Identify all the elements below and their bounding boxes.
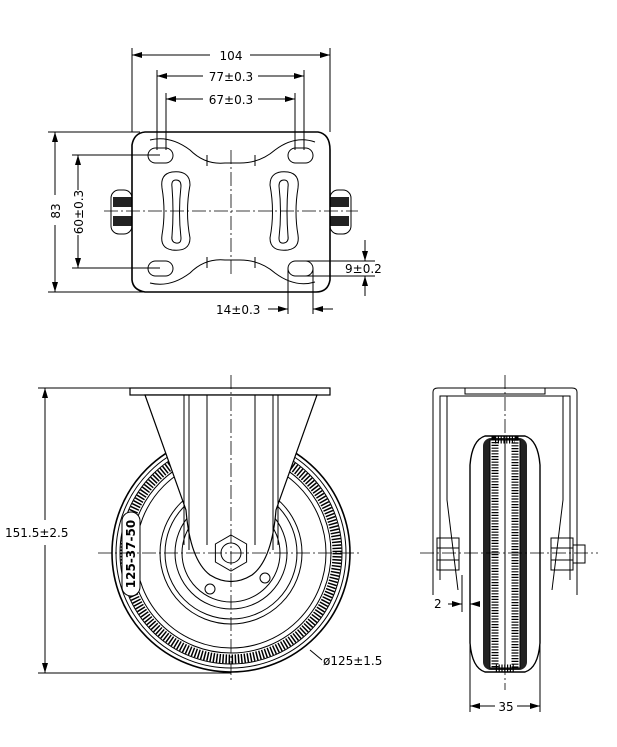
dim-hole-vertical-label: 60±0.3 — [72, 190, 86, 234]
wheel-left-top — [110, 189, 133, 235]
top-plate — [131, 131, 331, 293]
dim-hole-outer-label: 77±0.3 — [209, 70, 253, 84]
dim-wheel-width-label: 35 — [498, 700, 513, 714]
dimensions-top — [48, 48, 375, 314]
dimensions-side — [38, 387, 323, 674]
dim-gap-label: 2 — [434, 597, 442, 611]
front-view: 2 35 — [420, 375, 598, 714]
dim-diameter-label: ø125±1.5 — [323, 654, 382, 668]
side-slots — [161, 171, 299, 251]
dim-total-height-label: 151.5±2.5 — [5, 526, 69, 540]
tire-marking-badge — [121, 511, 141, 597]
tire-marking: 125-37-50 — [124, 520, 138, 588]
wheel-right-top — [329, 189, 352, 235]
axle-nut — [214, 534, 248, 572]
dim-hole-inner-label: 67±0.3 — [209, 93, 253, 107]
dim-width-label: 104 — [220, 49, 243, 63]
top-view: 104 77±0.3 67±0.3 83 60±0.3 9±0.2 14±0.3 — [48, 48, 382, 317]
dim-slot-width-label: 9±0.2 — [345, 262, 382, 276]
dim-slot-length-label: 14±0.3 — [216, 303, 260, 317]
side-view: 125-37-50 151.5±2.5 ø125±1.5 — [5, 375, 382, 680]
dimensions-front — [448, 575, 541, 712]
axle-front — [436, 537, 586, 571]
dim-height-label: 83 — [49, 203, 63, 218]
